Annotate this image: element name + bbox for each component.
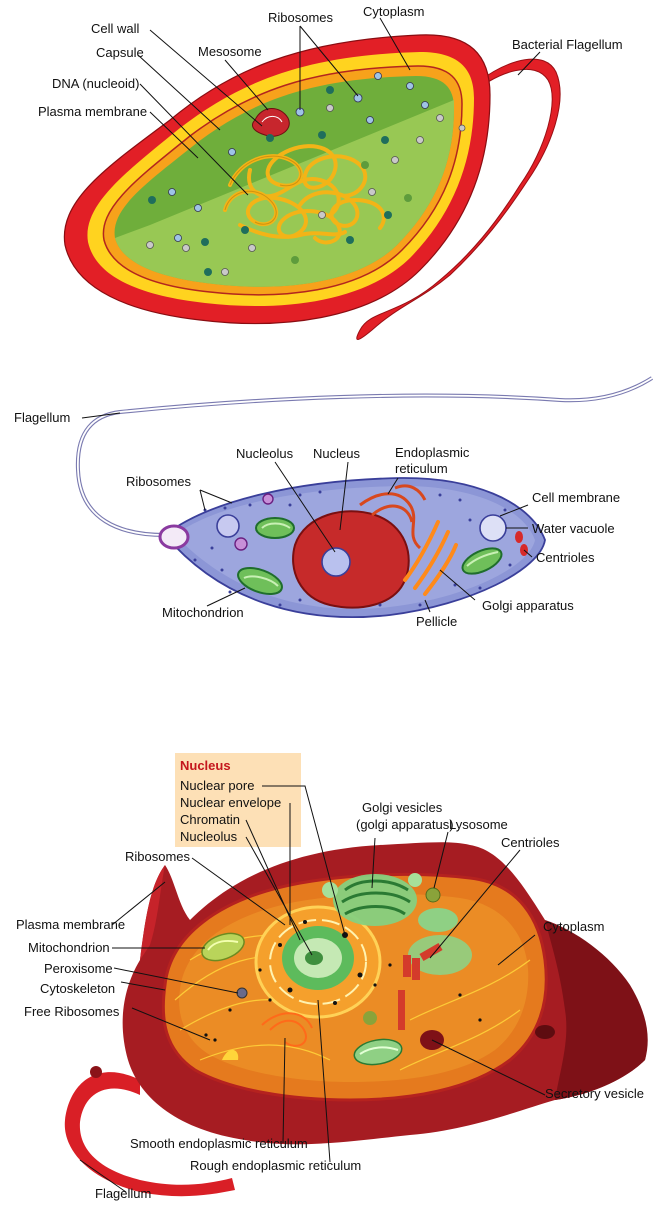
- free-ribosomes-label: Free Ribosomes: [24, 1004, 120, 1019]
- golgi-vesicles-label-line2: (golgi apparatus): [356, 817, 454, 832]
- animal-centrioles-label: Centrioles: [501, 835, 560, 850]
- protist-nucleus-label: Nucleus: [313, 446, 360, 461]
- nucleus-legend-title: Nucleus: [180, 758, 231, 773]
- water-vacuole-label: Water vacuole: [532, 521, 615, 536]
- protist-er-label-line1: Endoplasmic: [395, 445, 470, 460]
- animal-cytoplasm-label: Cytoplasm: [543, 919, 604, 934]
- cell-wall-label: Cell wall: [91, 21, 140, 36]
- animal-flagellum-label: Flagellum: [95, 1186, 151, 1201]
- capsule-label: Capsule: [96, 45, 144, 60]
- animal-ribosomes-label: Ribosomes: [125, 849, 191, 864]
- chromatin-label: Chromatin: [180, 812, 240, 827]
- cytoplasm-label: Cytoplasm: [363, 4, 424, 19]
- protist-nucleolus-label: Nucleolus: [236, 446, 294, 461]
- lysosome-label: Lysosome: [449, 817, 508, 832]
- water-vacuole-shape: [480, 515, 506, 541]
- protist-er-label-line2: reticulum: [395, 461, 448, 476]
- bacterial-flagellum-label: Bacterial Flagellum: [512, 37, 623, 52]
- protist-ribosomes-label: Ribosomes: [126, 474, 192, 489]
- plasma-membrane-label: Plasma membrane: [38, 104, 147, 119]
- animal-cell-diagram: Nucleus Nuclear pore Nuclear envelope Ch…: [16, 753, 648, 1201]
- protist-centrioles-label: Centrioles: [536, 550, 595, 565]
- protist-nucleus-shape: [293, 511, 409, 607]
- peroxisome-label: Peroxisome: [44, 961, 113, 976]
- rough-er-label: Rough endoplasmic reticulum: [190, 1158, 361, 1173]
- peroxisome-shape: [237, 988, 247, 998]
- bacterial-cell-diagram: Cell wall Capsule DNA (nucleoid) Plasma …: [38, 4, 623, 339]
- secretory-vesicle-label: Secretory vesicle: [545, 1086, 644, 1101]
- cell-membrane-label: Cell membrane: [532, 490, 620, 505]
- pellicle-label: Pellicle: [416, 614, 457, 629]
- smooth-er-label: Smooth endoplasmic reticulum: [130, 1136, 308, 1151]
- nucleolus-label: Nucleolus: [180, 829, 238, 844]
- lysosome-shape: [426, 888, 440, 902]
- plasma-membrane-label-3: Plasma membrane: [16, 917, 125, 932]
- nuclear-pore-label: Nuclear pore: [180, 778, 254, 793]
- mesosome-label: Mesosome: [198, 44, 262, 59]
- ribosomes-label: Ribosomes: [268, 10, 334, 25]
- golgi-apparatus-label: Golgi apparatus: [482, 598, 574, 613]
- golgi-vesicles-label-line1: Golgi vesicles: [362, 800, 443, 815]
- protist-flagellum-label: Flagellum: [14, 410, 70, 425]
- nuclear-envelope-label: Nuclear envelope: [180, 795, 281, 810]
- protist-mitochondrion-label: Mitochondrion: [162, 605, 244, 620]
- protist-cell-diagram: Flagellum Ribosomes Nucleolus Nucleus En…: [14, 378, 652, 629]
- cytoskeleton-label: Cytoskeleton: [40, 981, 115, 996]
- dna-nucleoid-label: DNA (nucleoid): [52, 76, 139, 91]
- animal-mitochondrion-label: Mitochondrion: [28, 940, 110, 955]
